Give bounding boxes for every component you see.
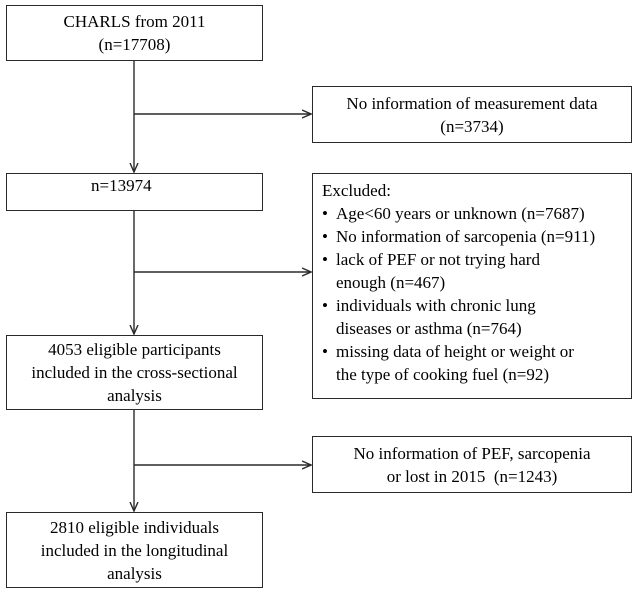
cross-sectional-box: 4053 eligible participants included in t…: [6, 335, 263, 410]
charls-2011-count: (n=17708): [98, 35, 171, 54]
pef-exclusion-count: or lost in 2015 (n=1243): [386, 466, 558, 486]
excluded-item-line: the type of cooking fuel (n=92): [336, 365, 550, 384]
excluded-item-line: diseases or asthma (n=764): [336, 319, 522, 338]
excluded-title: Excluded:: [322, 181, 391, 200]
measurement-exclusion-text: No information of measurement data: [346, 93, 598, 113]
after-measurement-count: n=13974: [91, 176, 152, 195]
cross-sectional-line-3: analysis: [107, 386, 162, 405]
excluded-list: Age<60 years or unknown (n=7687) No info…: [322, 202, 631, 386]
excluded-criteria-box: Excluded: Age<60 years or unknown (n=768…: [312, 173, 632, 399]
excluded-item-age: Age<60 years or unknown (n=7687): [322, 202, 631, 225]
pef-exclusion-text: No information of PEF, sarcopenia: [353, 443, 591, 463]
charls-2011-box: CHARLS from 2011 (n=17708): [6, 5, 263, 61]
longitudinal-line-3: analysis: [107, 563, 162, 583]
measurement-exclusion-box: No information of measurement data (n=37…: [312, 86, 632, 143]
longitudinal-line-2: included in the longitudinal: [40, 540, 229, 560]
longitudinal-line-1: 2810 eligible individuals: [49, 517, 220, 537]
excluded-item-line: individuals with chronic lung: [336, 296, 536, 315]
excluded-item-lung-disease: individuals with chronic lung diseases o…: [322, 294, 631, 340]
excluded-item-line: Age<60 years or unknown (n=7687): [336, 204, 585, 223]
cross-sectional-line-2: included in the cross-sectional: [31, 363, 238, 382]
excluded-item-sarcopenia: No information of sarcopenia (n=911): [322, 225, 631, 248]
excluded-item-pef: lack of PEF or not trying hard enough (n…: [322, 248, 631, 294]
excluded-item-line: missing data of height or weight or: [336, 342, 574, 361]
excluded-item-line: lack of PEF or not trying hard: [336, 250, 540, 269]
excluded-item-missing-data: missing data of height or weight or the …: [322, 340, 631, 386]
after-measurement-box: n=13974: [6, 173, 263, 211]
measurement-exclusion-count: (n=3734): [440, 116, 504, 136]
cross-sectional-line-1: 4053 eligible participants: [48, 340, 221, 359]
excluded-item-line: No information of sarcopenia (n=911): [336, 227, 596, 246]
pef-exclusion-box: No information of PEF, sarcopenia or los…: [312, 436, 632, 493]
charls-2011-title: CHARLS from 2011: [63, 12, 206, 31]
excluded-item-line: enough (n=467): [336, 273, 446, 292]
longitudinal-box: 2810 eligible individuals included in th…: [6, 512, 263, 588]
